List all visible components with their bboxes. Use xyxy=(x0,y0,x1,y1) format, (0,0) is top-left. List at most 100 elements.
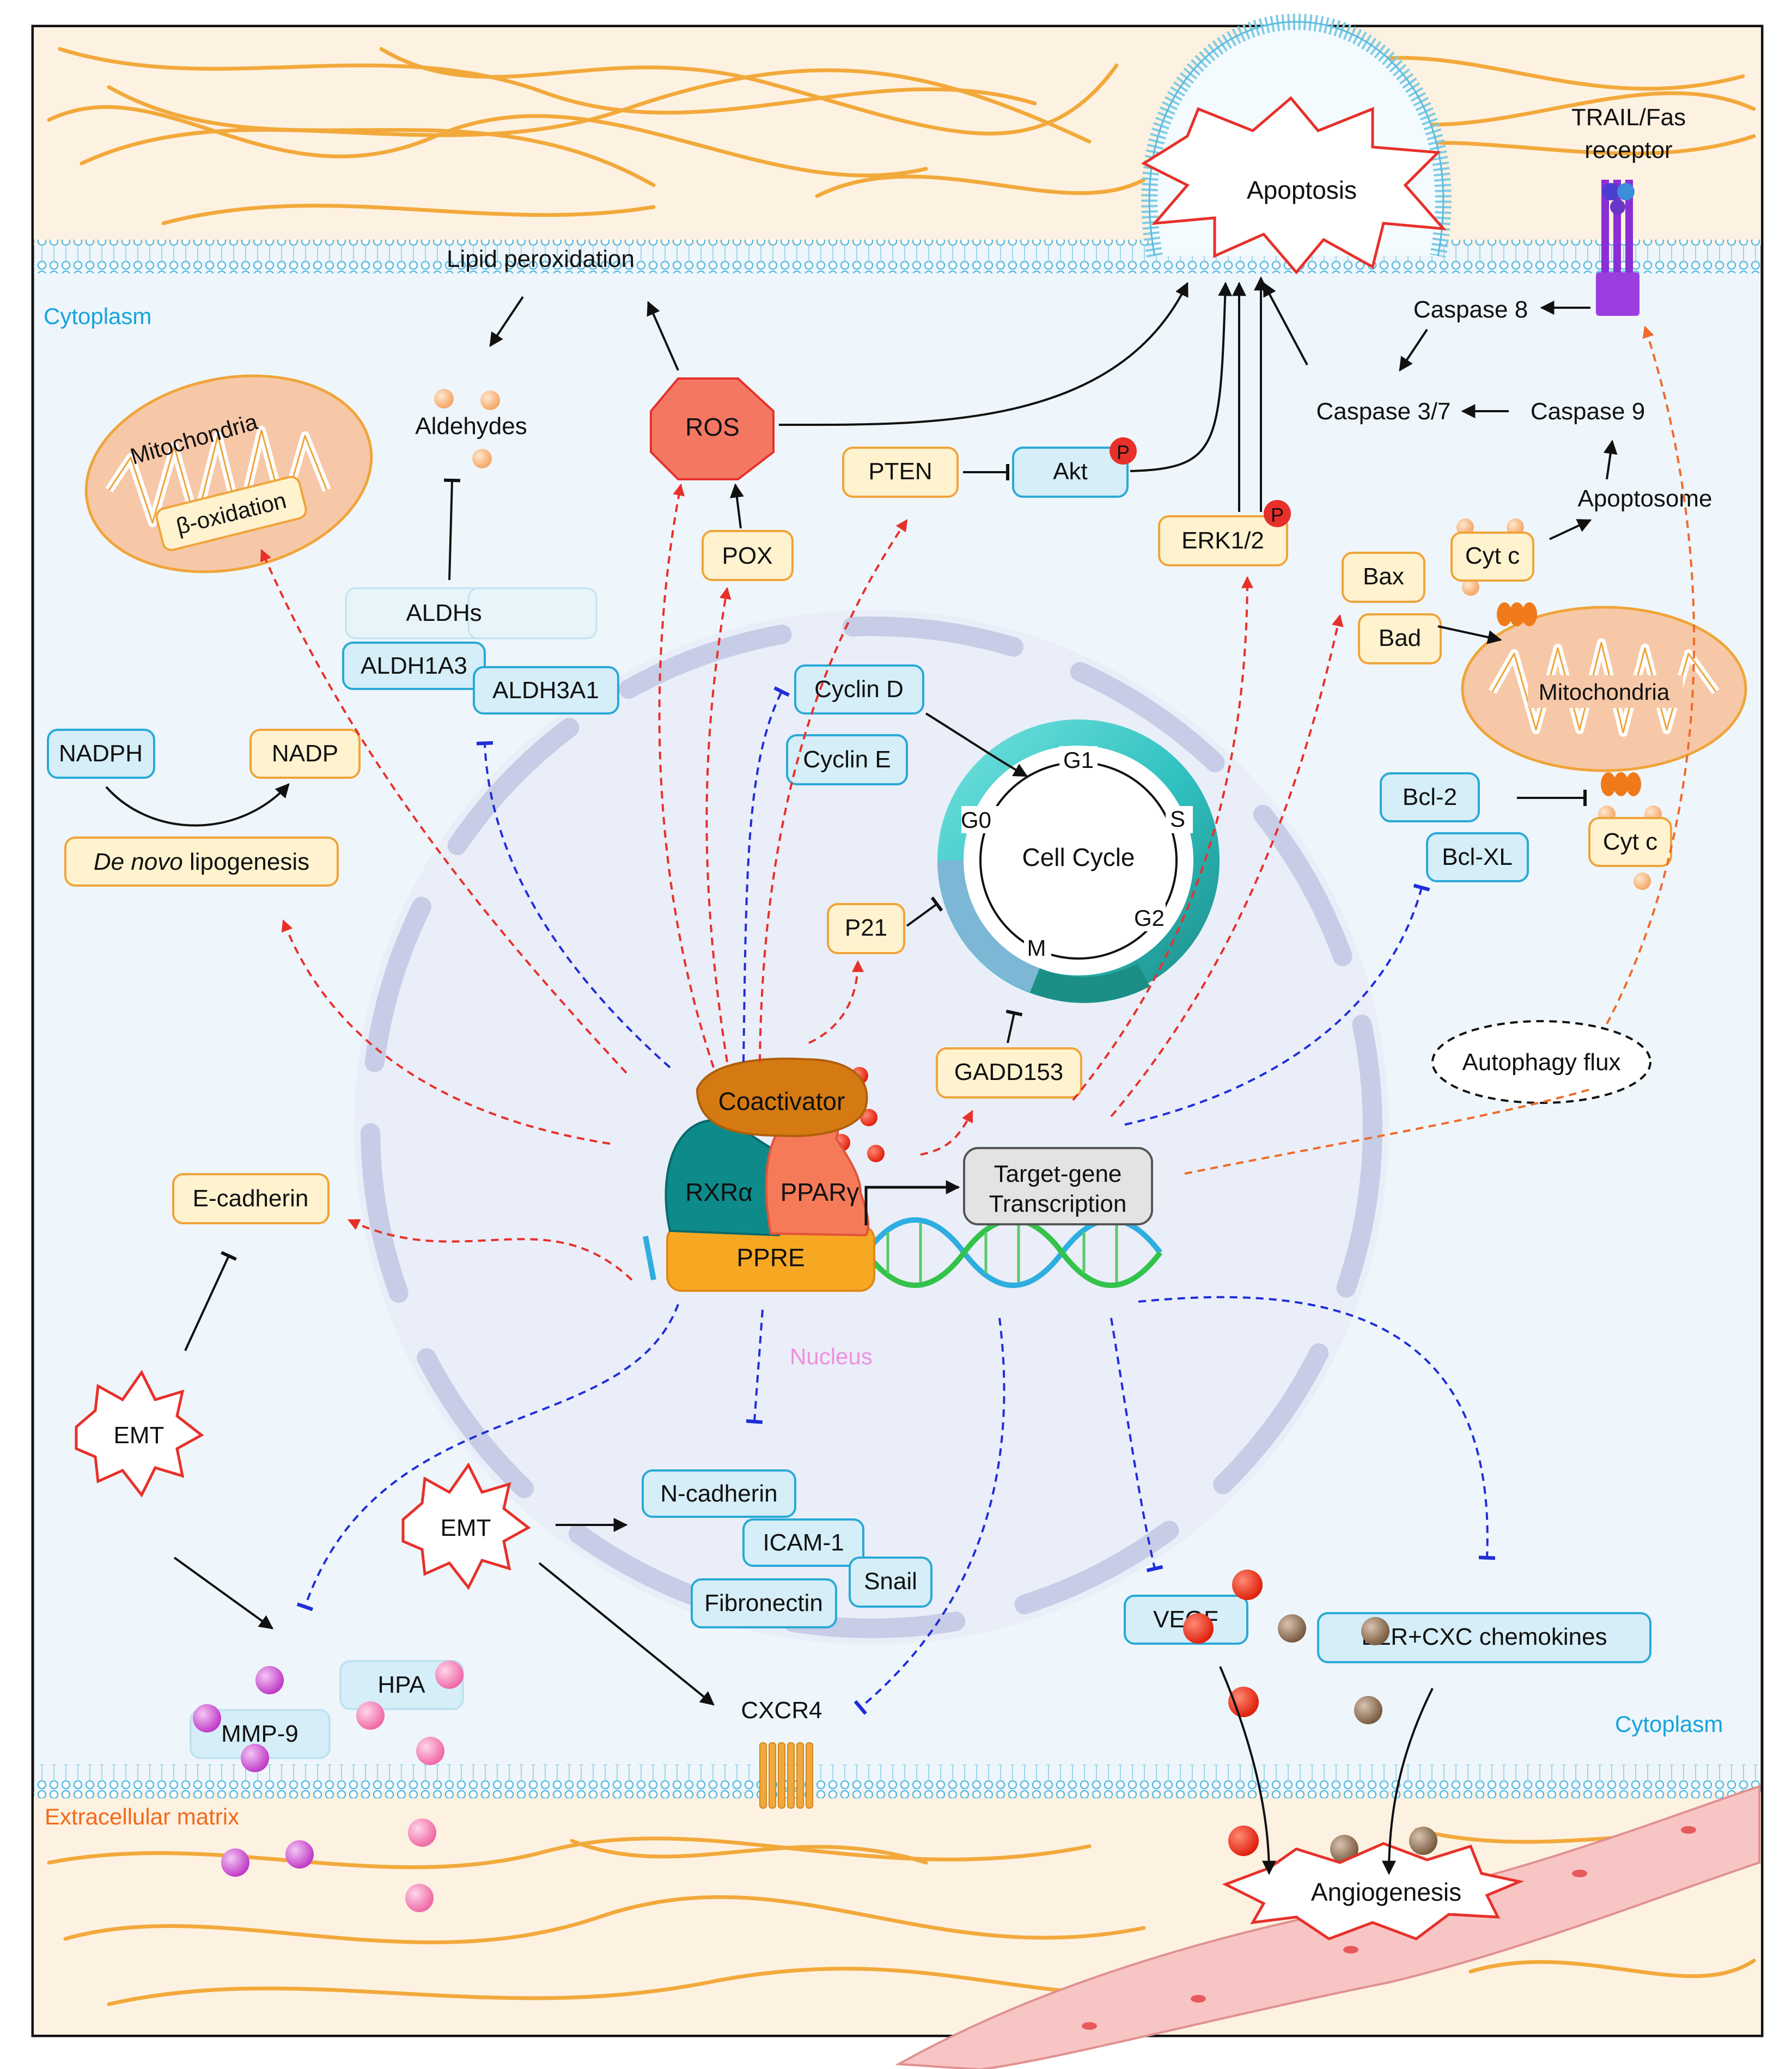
akt-box xyxy=(1012,447,1129,498)
lipid-peroxidation: Lipid peroxidation xyxy=(447,246,635,272)
mitochondrial-pore-top xyxy=(1497,602,1537,626)
pox-label: POX xyxy=(722,542,773,569)
icam1-label: ICAM-1 xyxy=(763,1529,844,1556)
p21-label: P21 xyxy=(845,914,887,941)
p21-box xyxy=(827,903,905,954)
aldehyde-particles xyxy=(434,389,500,468)
trail-receptor-label-line2: receptor xyxy=(1584,137,1672,163)
trail-fas-receptor xyxy=(1596,180,1639,316)
n-cadherin-label: N-cadherin xyxy=(660,1480,777,1507)
lipogenesis-text: lipogenesis xyxy=(183,849,309,875)
target-gene-box xyxy=(963,1147,1153,1225)
elr-label: ELR+CXC chemokines xyxy=(1361,1624,1607,1650)
ecm-top-region xyxy=(34,27,1761,245)
cytc-top-label: Cyt c xyxy=(1465,542,1520,569)
label-cytoplasm-bottom: Cytoplasm xyxy=(1615,1711,1723,1737)
fibronectin-label: Fibronectin xyxy=(704,1590,823,1616)
phase-m: M xyxy=(1027,935,1046,961)
cell-cycle-label: Cell Cycle xyxy=(1022,843,1135,871)
apoptosis-burst xyxy=(1141,96,1447,274)
erk-label: ERK1/2 xyxy=(1181,527,1264,554)
g2-bg xyxy=(1127,904,1166,931)
caspase-8: Caspase 8 xyxy=(1413,296,1528,323)
emt-left-burst xyxy=(75,1370,204,1498)
g0-bg xyxy=(961,806,999,833)
emt-center-burst xyxy=(401,1462,531,1590)
cell-cycle-ring xyxy=(937,719,1220,1003)
autophagy-flux-node xyxy=(1431,1020,1651,1104)
dna-rungs xyxy=(886,1223,1118,1282)
hpa-label: HPA xyxy=(377,1671,425,1698)
phase-g2: G2 xyxy=(1134,905,1165,931)
cytc-bottom-label: Cyt c xyxy=(1603,828,1657,855)
phase-g0: G0 xyxy=(961,807,991,833)
bad-box xyxy=(1358,613,1442,664)
orange-dashed-activations xyxy=(1184,325,1696,1175)
aldh3a1-label: ALDH3A1 xyxy=(492,677,599,704)
erk-phospho-badge xyxy=(1264,500,1291,527)
m-bg xyxy=(1024,934,1051,961)
trail-receptor-label-line1: TRAIL/Fas xyxy=(1571,104,1686,131)
de-novo-lipogenesis-label: De novo lipogenesis xyxy=(94,849,309,875)
mitochondria-right-label: Mitochondria xyxy=(1539,679,1670,705)
cxcr4-label: CXCR4 xyxy=(741,1697,822,1724)
phase-s: S xyxy=(1170,806,1185,832)
angiogenesis-burst xyxy=(1222,1842,1525,1940)
plasma-membrane-bottom xyxy=(34,1765,1761,1798)
nadph-box xyxy=(47,729,155,779)
mitochondrial-pore-bottom xyxy=(1601,772,1641,796)
autophagy-flux-label: Autophagy flux xyxy=(1462,1049,1620,1076)
coactivator-label: Coactivator xyxy=(718,1087,845,1115)
emt-left-label: EMT xyxy=(114,1422,164,1449)
cytc-bottom-box xyxy=(1588,817,1672,867)
nadph-label: NADPH xyxy=(59,740,143,767)
e-cadherin-label: E-cadherin xyxy=(193,1185,309,1212)
de-novo-lipogenesis-box xyxy=(64,837,339,887)
akt-label: Akt xyxy=(1053,458,1088,485)
dna-left-stub xyxy=(643,1236,656,1280)
aldh1a3-box xyxy=(342,642,486,690)
transcription-arrow xyxy=(864,1180,960,1225)
nadp-label: NADP xyxy=(272,740,338,767)
ros-label: ROS xyxy=(685,413,740,441)
rxra-label: RXRα xyxy=(685,1178,753,1206)
e-cadherin-box xyxy=(172,1173,330,1224)
elr-box xyxy=(1317,1612,1651,1663)
caspase-3-7: Caspase 3/7 xyxy=(1316,398,1450,425)
emt-center-label: EMT xyxy=(441,1515,491,1541)
aldh3a1-box xyxy=(473,666,619,715)
bclxl-box xyxy=(1426,832,1529,882)
icam1-box xyxy=(742,1518,864,1567)
akt-phospho-label: P xyxy=(1117,441,1130,463)
coactivator-shape xyxy=(696,1057,868,1137)
erk-phospho-label: P xyxy=(1271,504,1284,526)
black-pathway-arrows xyxy=(105,276,1618,1875)
bax-label: Bax xyxy=(1363,563,1404,590)
de-novo-italic: De novo xyxy=(94,849,183,875)
label-extracellular-matrix: Extracellular matrix xyxy=(45,1804,239,1829)
pten-label: PTEN xyxy=(868,458,932,485)
target-gene-line1: Target-gene xyxy=(994,1161,1122,1187)
fibronectin-box xyxy=(691,1578,837,1628)
cyclin-d-label: Cyclin D xyxy=(814,676,904,703)
pox-box xyxy=(702,530,794,581)
bad-label: Bad xyxy=(1379,625,1421,651)
hpa-box xyxy=(339,1660,464,1710)
erk-box xyxy=(1158,515,1288,566)
nadp-box xyxy=(249,729,361,779)
label-nucleus: Nucleus xyxy=(790,1344,873,1369)
pten-box xyxy=(842,447,959,498)
akt-phospho-badge xyxy=(1110,437,1137,465)
collagen-fibers-bottom xyxy=(47,1828,1756,2006)
black-inhibition-lines xyxy=(184,464,1587,1351)
mitochondria-right-label-bg xyxy=(1528,675,1683,708)
aldhs-label: ALDHs xyxy=(406,600,481,626)
snail-box xyxy=(849,1557,932,1608)
ros-node xyxy=(650,377,775,480)
angiogenesis-label: Angiogenesis xyxy=(1311,1878,1461,1906)
bclxl-label: Bcl-XL xyxy=(1442,844,1513,870)
cyclin-d-box xyxy=(794,664,924,715)
aldhs-box-back2 xyxy=(467,587,598,639)
bcl2-box xyxy=(1380,772,1480,822)
